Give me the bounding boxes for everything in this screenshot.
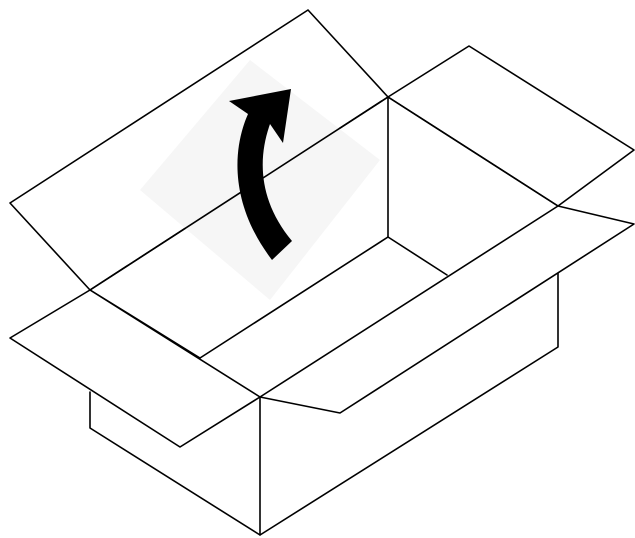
front-left-flap [10,290,260,447]
right-flap [388,46,634,206]
